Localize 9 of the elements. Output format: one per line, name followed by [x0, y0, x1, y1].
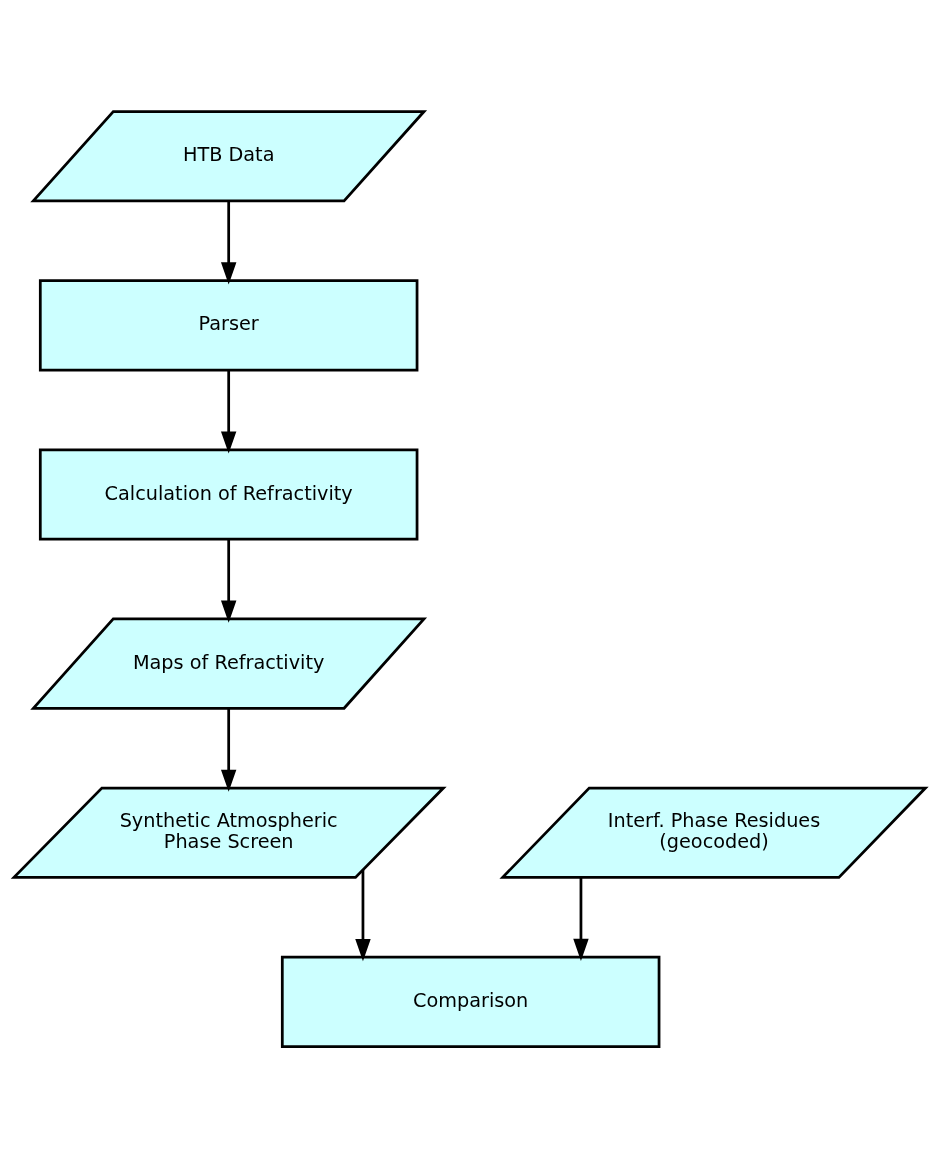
arrow	[220, 708, 237, 792]
arrow	[220, 201, 237, 285]
arrow	[355, 869, 371, 962]
arrow	[220, 539, 237, 623]
arrow	[220, 370, 237, 454]
node-box: Calculation of Refractivity	[38, 448, 419, 541]
node-box: Parser	[38, 279, 419, 372]
node-box: Comparison	[280, 955, 661, 1048]
arrow	[573, 877, 589, 961]
